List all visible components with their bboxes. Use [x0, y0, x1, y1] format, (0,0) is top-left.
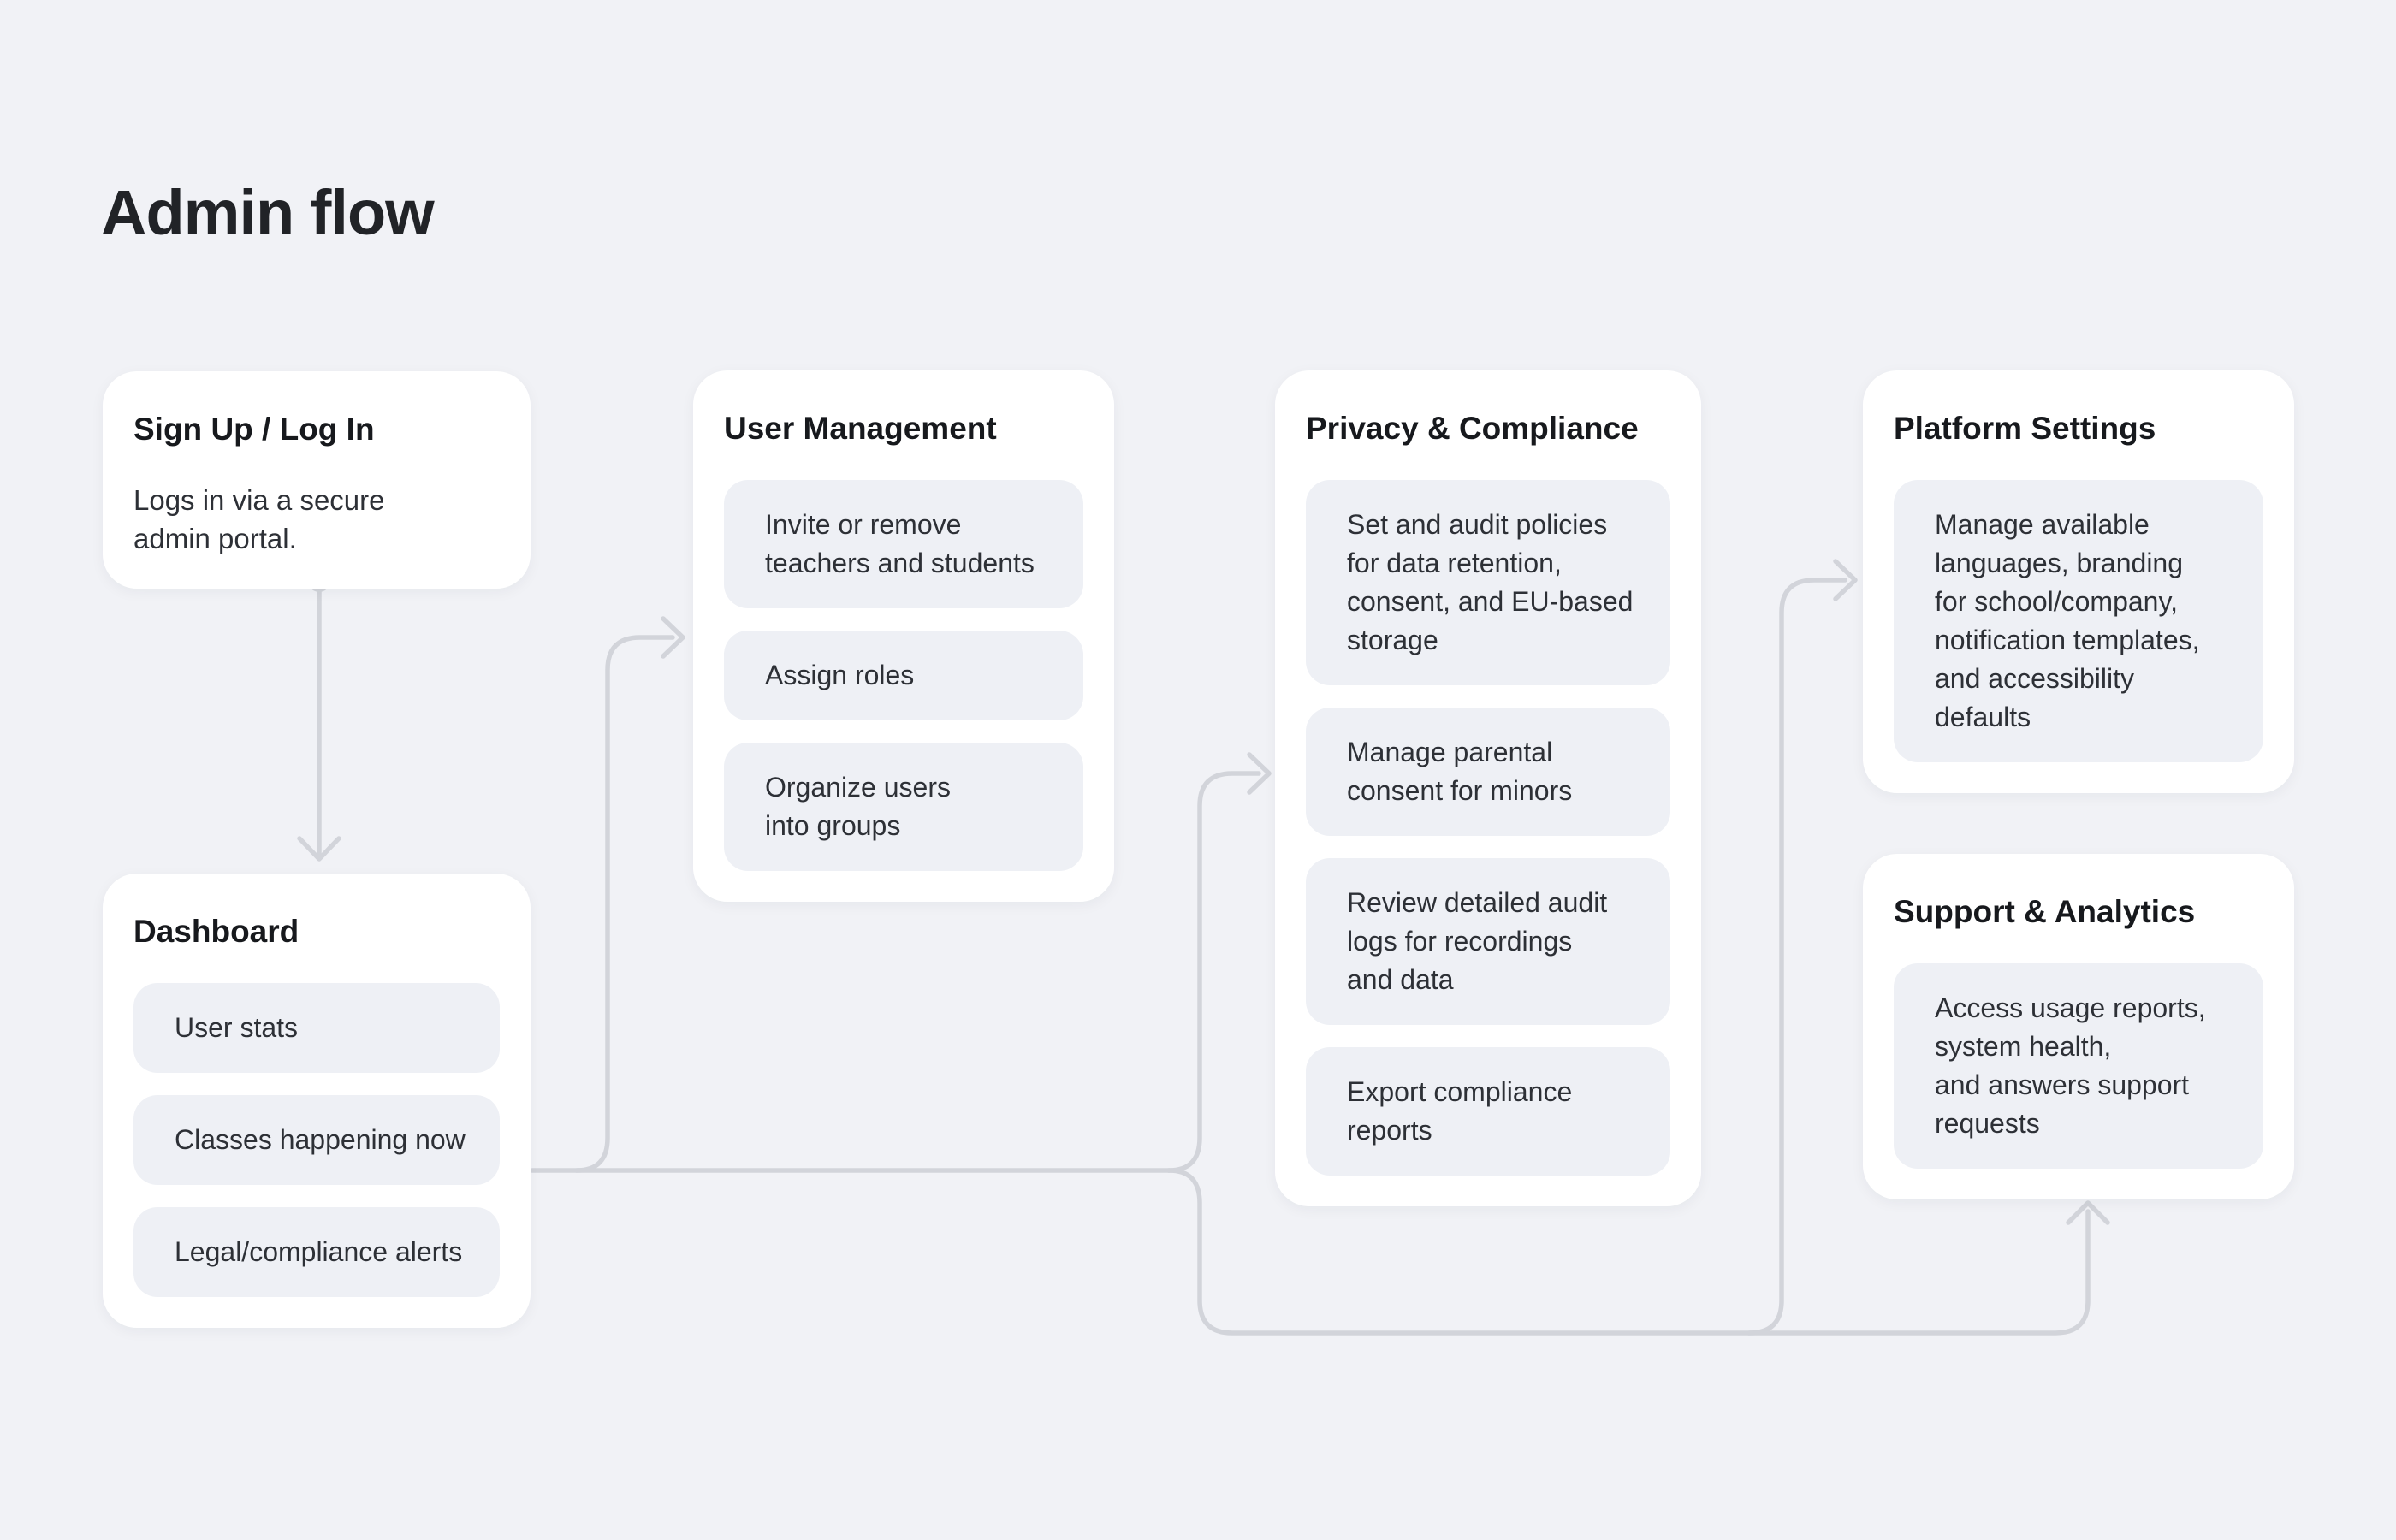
flow-item-organize-groups: Organize users into groups	[724, 743, 1083, 871]
card-dashboard: Dashboard User stats Classes happening n…	[103, 874, 531, 1328]
card-dashboard-title: Dashboard	[133, 914, 300, 949]
page-title: Admin flow	[101, 177, 435, 248]
flow-item-audit-logs: Review detailed audit logs for recording…	[1306, 858, 1670, 1025]
arrowhead-right-platform	[1833, 559, 1858, 601]
card-privacy-compliance: Privacy & Compliance Set and audit polic…	[1275, 370, 1701, 1206]
arrowhead-right-privacy	[1247, 752, 1272, 795]
card-support-analytics: Support & Analytics Access usage reports…	[1863, 854, 2294, 1199]
flow-item-set-audit-policies: Set and audit policies for data retentio…	[1306, 480, 1670, 685]
card-user-management: User Management Invite or remove teacher…	[693, 370, 1114, 902]
card-platform-title: Platform Settings	[1894, 411, 2156, 446]
card-platform-settings: Platform Settings Manage available langu…	[1863, 370, 2294, 793]
card-signup-title: Sign Up / Log In	[133, 412, 375, 447]
connector-dashboard-usermanagement	[574, 635, 675, 1173]
arrowhead-up-support	[2066, 1200, 2110, 1225]
connector-dashboard-platform	[1747, 578, 1847, 1336]
flow-item-assign-roles: Assign roles	[724, 631, 1083, 720]
card-user-management-title: User Management	[724, 411, 997, 446]
card-privacy-title: Privacy & Compliance	[1306, 411, 1639, 446]
card-signup: Sign Up / Log In Logs in via a secure ad…	[103, 371, 531, 589]
flow-item-usage-reports: Access usage reports, system health, and…	[1894, 963, 2263, 1169]
flow-item-legal-alerts: Legal/compliance alerts	[133, 1207, 500, 1297]
arrowhead-down-dashboard	[297, 836, 341, 862]
arrowhead-right-usermanagement	[661, 616, 685, 659]
connector-dashboard-privacy	[1166, 771, 1261, 1173]
card-support-title: Support & Analytics	[1894, 894, 2196, 929]
flow-item-parental-consent: Manage parental consent for minors	[1306, 708, 1670, 836]
flow-item-manage-platform: Manage available languages, branding for…	[1894, 480, 2263, 762]
card-signup-description: Logs in via a secure admin portal.	[133, 484, 385, 554]
flow-item-classes-now: Classes happening now	[133, 1095, 500, 1185]
flow-item-user-stats: User stats	[133, 983, 500, 1073]
flow-item-export-reports: Export compliance reports	[1306, 1047, 1670, 1176]
flow-item-invite-remove: Invite or remove teachers and students	[724, 480, 1083, 608]
